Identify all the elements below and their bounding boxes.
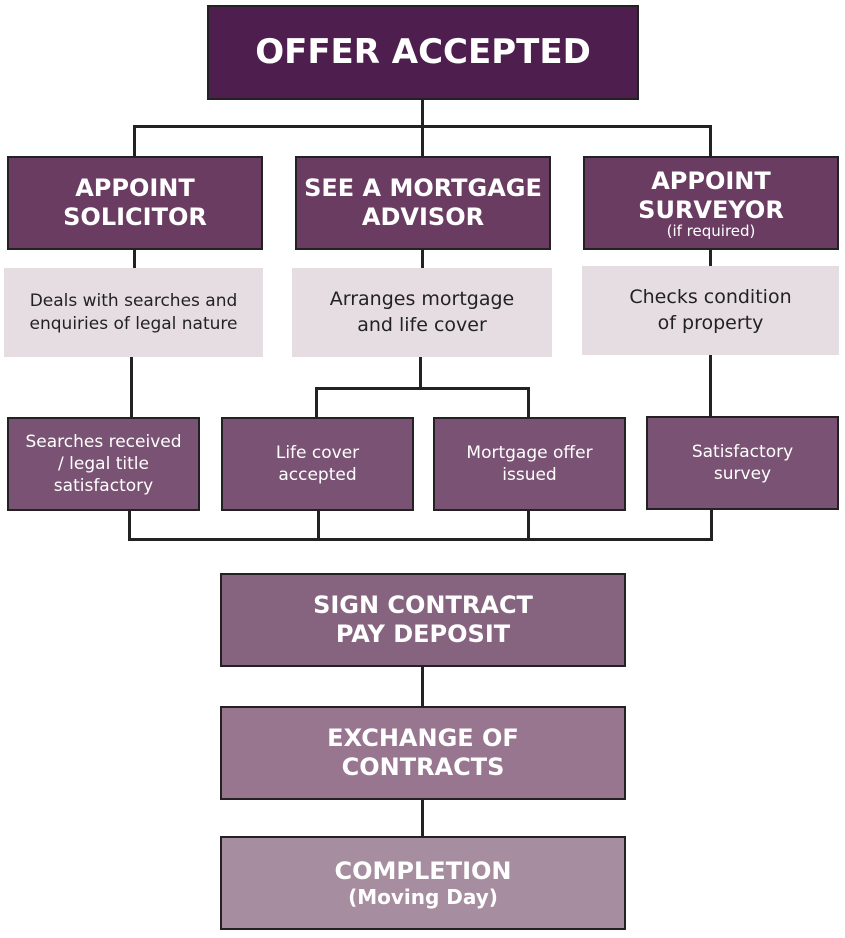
searches-received-line2: / legal title [58,453,149,474]
searches-received-box: Searches received / legal title satisfac… [7,417,200,511]
appoint-solicitor-line2: SOLICITOR [63,203,207,231]
connector-line [317,510,320,541]
exchange-contracts-line2: CONTRACTS [341,753,505,781]
connector-line [315,387,530,390]
exchange-contracts-box: EXCHANGE OF CONTRACTS [220,706,626,800]
exchange-contracts-line1: EXCHANGE OF [327,724,519,753]
connector-line [421,666,424,706]
connector-line [527,387,530,418]
appoint-solicitor-line1: APPOINT [75,174,195,203]
searches-received-line1: Searches received [25,431,182,452]
surveyor-description-line1: Checks condition [629,285,792,308]
satisfactory-survey-line1: Satisfactory [691,441,794,462]
offer-accepted-box: OFFER ACCEPTED [207,5,639,100]
connector-line [709,354,712,418]
life-cover-line2: accepted [278,465,357,485]
satisfactory-survey-box: Satisfactory survey [646,416,839,510]
appoint-solicitor-box: APPOINT SOLICITOR [7,156,263,250]
appoint-surveyor-line2: SURVEYOR [638,195,784,224]
connector-line [419,356,422,389]
connector-line [710,508,713,541]
completion-line1: COMPLETION [334,856,512,885]
mortgage-description-line1: Arranges mortgage [329,287,515,310]
connector-line [527,510,530,541]
appoint-surveyor-box: APPOINT SURVEYOR (if required) [583,156,839,250]
sign-contract-line2: PAY DEPOSIT [335,620,511,648]
connector-line [130,356,133,418]
solicitor-description-line2: enquiries of legal nature [29,313,238,334]
connector-line [709,125,712,157]
mortgage-advisor-line2: ADVISOR [361,203,485,231]
mortgage-offer-line1: Mortgage offer [466,442,593,463]
connector-line [133,125,136,157]
connector-line [133,249,136,269]
surveyor-description-line2: of property [657,311,764,334]
sign-contract-line1: SIGN CONTRACT [313,591,533,620]
connector-line [421,125,424,157]
searches-received-line3: satisfactory [53,476,154,497]
connector-line [128,538,713,541]
connector-line [128,510,131,541]
sign-contract-box: SIGN CONTRACT PAY DEPOSIT [220,573,626,667]
mortgage-description: Arranges mortgage and life cover [292,268,552,357]
solicitor-description-line1: Deals with searches and [29,290,238,311]
mortgage-offer-box: Mortgage offer issued [433,417,626,511]
solicitor-description: Deals with searches and enquiries of leg… [4,268,263,357]
life-cover-line1: Life cover [275,442,360,463]
surveyor-description: Checks condition of property [582,266,839,355]
connector-line [421,799,424,836]
satisfactory-survey-line2: survey [713,464,772,484]
appoint-surveyor-line1: APPOINT [651,166,771,195]
offer-accepted-label: OFFER ACCEPTED [255,32,591,73]
mortgage-offer-line2: issued [502,465,557,485]
life-cover-box: Life cover accepted [221,417,414,511]
completion-line2: (Moving Day) [348,885,498,910]
mortgage-description-line2: and life cover [357,313,487,336]
appoint-surveyor-note: (if required) [666,222,756,241]
connector-line [421,98,424,127]
mortgage-advisor-box: SEE A MORTGAGE ADVISOR [295,156,551,250]
connector-line [315,387,318,418]
connector-line [709,249,712,267]
connector-line [421,249,424,269]
mortgage-advisor-line1: SEE A MORTGAGE [304,174,542,203]
completion-box: COMPLETION (Moving Day) [220,836,626,930]
